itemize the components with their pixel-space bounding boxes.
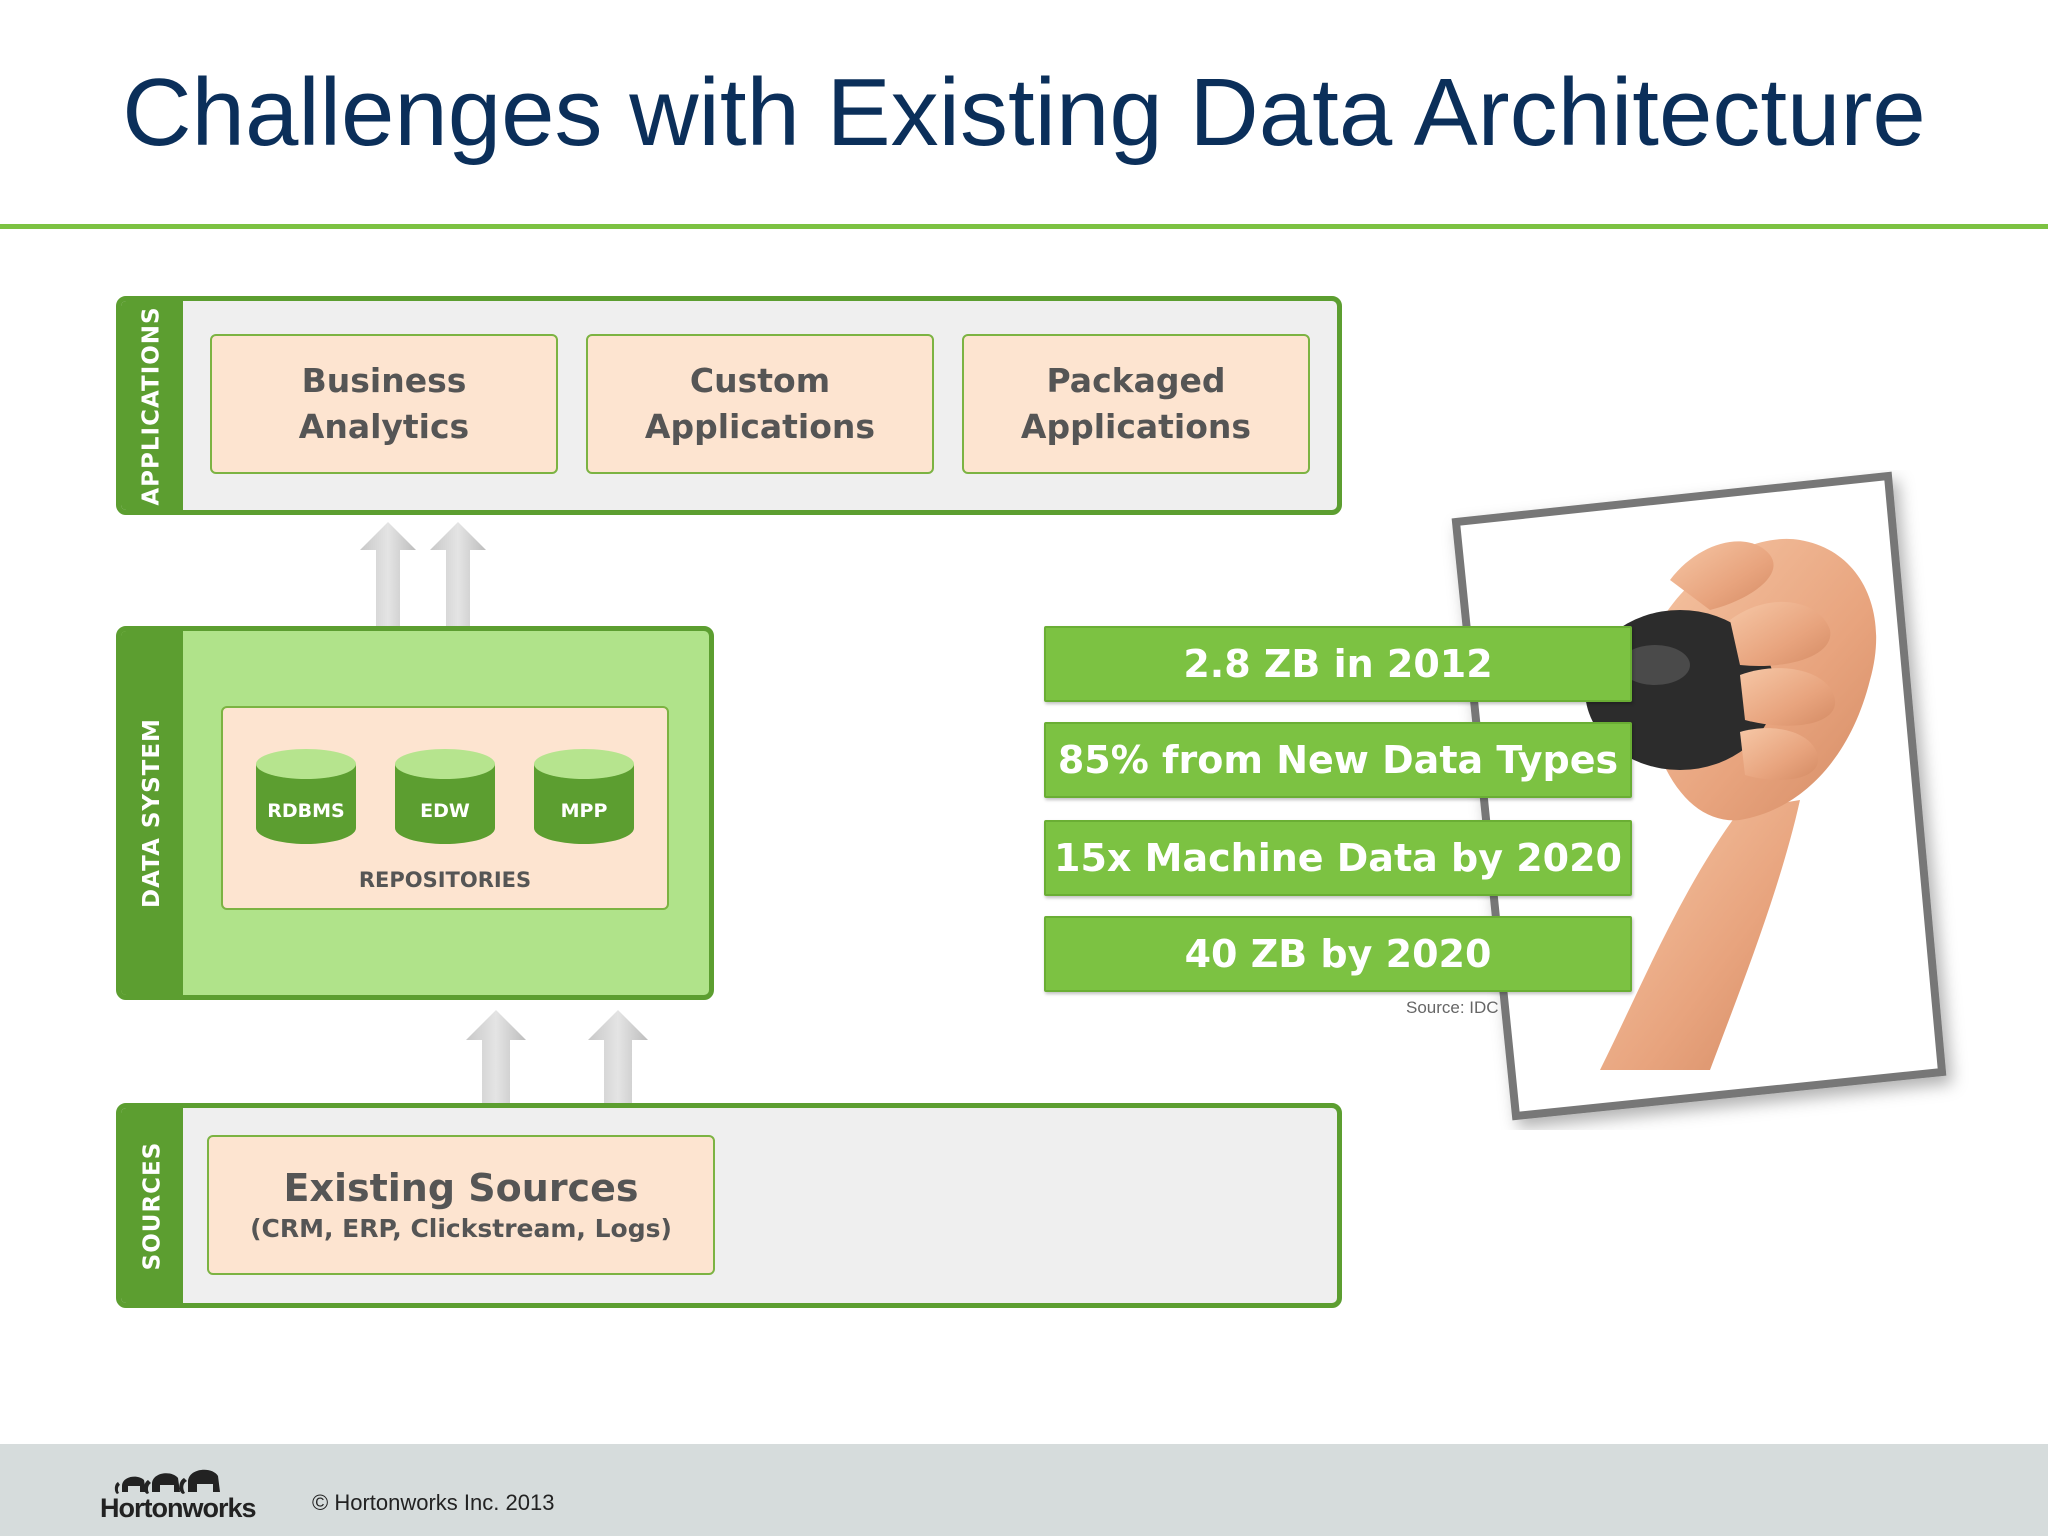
existing-sources-card: Existing Sources (CRM, ERP, Clickstream,…: [207, 1135, 715, 1275]
stress-ball-photo: [1451, 471, 1947, 1121]
card-line-2: Analytics: [298, 407, 470, 446]
repository-label: EDW: [420, 800, 470, 822]
card-line-1: Business: [301, 361, 467, 400]
upward-arrows-icon: [466, 1010, 648, 1104]
mpp-database-icon: MPP: [533, 748, 635, 845]
repository-label: MPP: [560, 800, 608, 822]
title-divider: [0, 224, 2048, 229]
packaged-applications-card: Packaged Applications: [962, 334, 1310, 474]
data-system-layer-label: DATA SYSTEM: [139, 718, 166, 908]
business-analytics-card: Business Analytics: [210, 334, 558, 474]
slide-title: Challenges with Existing Data Architectu…: [122, 59, 1926, 166]
bidirectional-arrows-icon: [360, 522, 486, 694]
applications-side-bar: APPLICATIONS: [121, 301, 183, 510]
copyright-text: © Hortonworks Inc. 2013: [312, 1490, 555, 1515]
card-line-2: Applications: [1020, 407, 1252, 446]
existing-sources-title: Existing Sources: [283, 1166, 639, 1210]
stat-bar: 40 ZB by 2020: [1044, 916, 1632, 992]
repository-label: RDBMS: [267, 800, 345, 822]
stat-bar: 85% from New Data Types: [1044, 722, 1632, 798]
repositories-label: REPOSITORIES: [358, 868, 532, 892]
applications-layer-label: APPLICATIONS: [139, 305, 166, 506]
stat-bar: 15x Machine Data by 2020: [1044, 820, 1632, 896]
hortonworks-elephants-logo-icon: [114, 1469, 220, 1494]
card-line-1: Packaged: [1046, 361, 1226, 400]
sources-layer-label: SOURCES: [139, 1141, 166, 1270]
repositories-box: RDBMS EDW MPP REPOSITORIES: [221, 706, 669, 910]
rdbms-database-icon: RDBMS: [255, 748, 357, 845]
applications-layer: APPLICATIONS Business Analytics Custom A…: [116, 296, 1342, 515]
stat-bar: 2.8 ZB in 2012: [1044, 626, 1632, 702]
card-line-1: Custom: [689, 361, 831, 400]
hortonworks-logo-text: Hortonworks: [100, 1493, 257, 1523]
stats-source-note: Source: IDC: [1406, 998, 1499, 1017]
data-system-side-bar: DATA SYSTEM: [121, 631, 183, 995]
footer-bar: [0, 1444, 2048, 1536]
card-line-2: Applications: [644, 407, 876, 446]
existing-sources-subtitle: (CRM, ERP, Clickstream, Logs): [250, 1214, 672, 1243]
data-system-layer: DATA SYSTEM RDBMS EDW MPP REPOSITORIES: [116, 626, 714, 1000]
edw-database-icon: EDW: [394, 748, 496, 845]
sources-side-bar: SOURCES: [121, 1108, 183, 1303]
sources-layer: SOURCES Existing Sources (CRM, ERP, Clic…: [116, 1103, 1342, 1308]
custom-applications-card: Custom Applications: [586, 334, 934, 474]
